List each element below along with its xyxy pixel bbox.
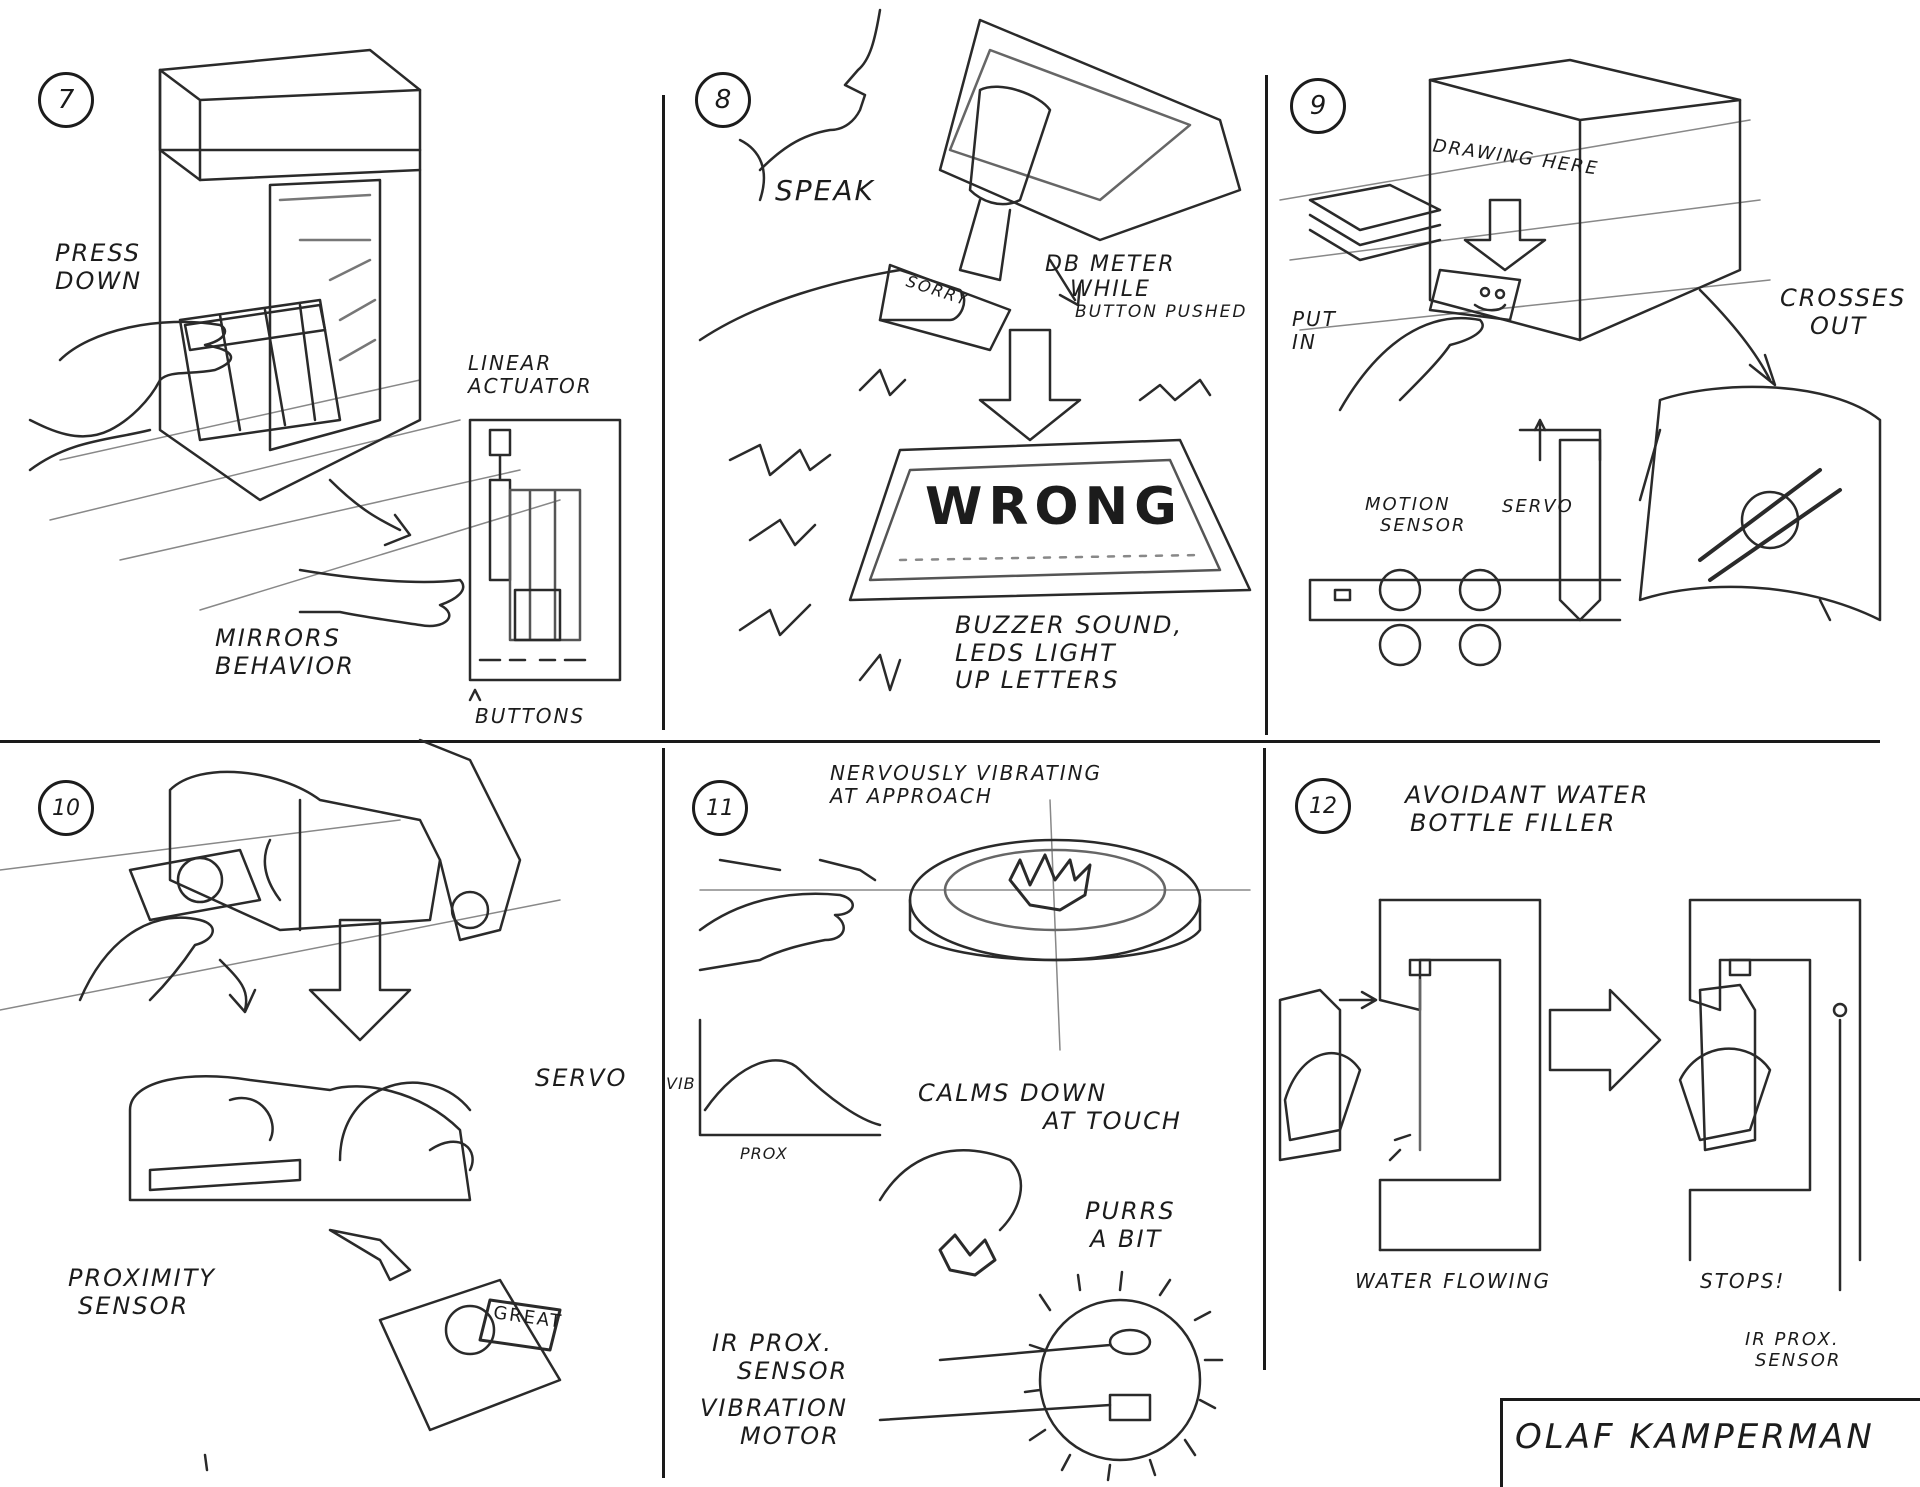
p7-buttons-label: BUTTONS xyxy=(475,704,586,728)
divider-vertical-left-top xyxy=(662,95,665,730)
p11-vib-axis-label: VIB xyxy=(666,1074,696,1093)
panel-9-sketch xyxy=(1279,58,1882,667)
p9-servo-label: SERVO xyxy=(1502,496,1574,517)
panel-number-10: 10 xyxy=(38,780,94,836)
divider-vertical-right-top xyxy=(1265,75,1268,735)
p12-water-flowing-label: WATER FLOWING xyxy=(1355,1269,1552,1293)
p11-ir-prox-sensor-label: IR PROX.SENSOR xyxy=(712,1329,849,1385)
divider-horizontal xyxy=(0,740,1880,743)
panel-number-8: 8 xyxy=(695,72,751,128)
p8-speak-label: SPEAK xyxy=(775,174,875,207)
p8-wrong-sign: WRONG xyxy=(925,477,1183,537)
panel-number-11: 11 xyxy=(692,780,748,836)
signature-text: OLAF KAMPERMAN xyxy=(1515,1417,1875,1457)
divider-vertical-left-bottom xyxy=(662,748,665,1478)
p8-db-meter-label: DB METER WHILE BUTTON PUSHED xyxy=(1045,252,1248,322)
p12-stops-label: STOPS! xyxy=(1700,1269,1786,1293)
panel-number-9: 9 xyxy=(1290,78,1346,134)
panel-number-12: 12 xyxy=(1295,778,1351,834)
panel-7-sketch xyxy=(28,48,622,702)
signature-mark xyxy=(203,1453,209,1472)
p11-prox-axis-label: PROX xyxy=(740,1144,788,1163)
panel-10-sketch xyxy=(0,738,562,1432)
p10-servo-label: SERVO xyxy=(535,1064,628,1092)
p12-ir-prox-sensor-label: IR PROX.SENSOR xyxy=(1745,1329,1842,1371)
divider-vertical-right-bottom xyxy=(1263,748,1266,1370)
panel-number-7: 7 xyxy=(38,72,94,128)
panel-12-sketch xyxy=(1278,898,1862,1292)
signature-box xyxy=(1500,1398,1920,1487)
panel-11-sketch xyxy=(698,799,1251,1482)
panel-8-sketch xyxy=(698,8,1252,692)
